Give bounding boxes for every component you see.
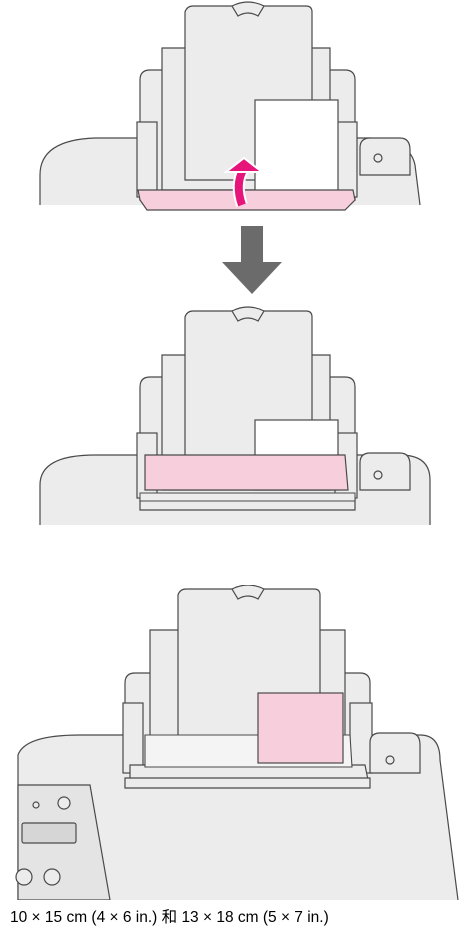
side-panel (370, 733, 420, 773)
paper-guide (145, 455, 348, 490)
control-button (16, 869, 32, 885)
step-3-printer-illustration (0, 585, 467, 900)
indicator-light (33, 802, 39, 808)
step-2-printer-illustration (0, 305, 467, 530)
power-button (374, 471, 382, 479)
loaded-paper (255, 100, 338, 195)
left-edge-guide (123, 703, 143, 773)
side-panel (360, 453, 410, 490)
control-button (58, 797, 70, 809)
lcd-display (22, 823, 76, 843)
side-panel (360, 138, 410, 175)
power-button (386, 756, 394, 764)
photo-paper (258, 693, 343, 763)
down-arrow-icon (0, 222, 467, 300)
size-caption: 10 × 15 cm (4 × 6 in.) 和 13 × 18 cm (5 ×… (10, 905, 465, 927)
left-edge-guide (137, 122, 157, 197)
step-1-printer-illustration (0, 0, 467, 215)
right-edge-guide (350, 703, 372, 773)
front-lip (125, 778, 370, 788)
power-button (374, 154, 382, 162)
control-button (44, 869, 60, 885)
